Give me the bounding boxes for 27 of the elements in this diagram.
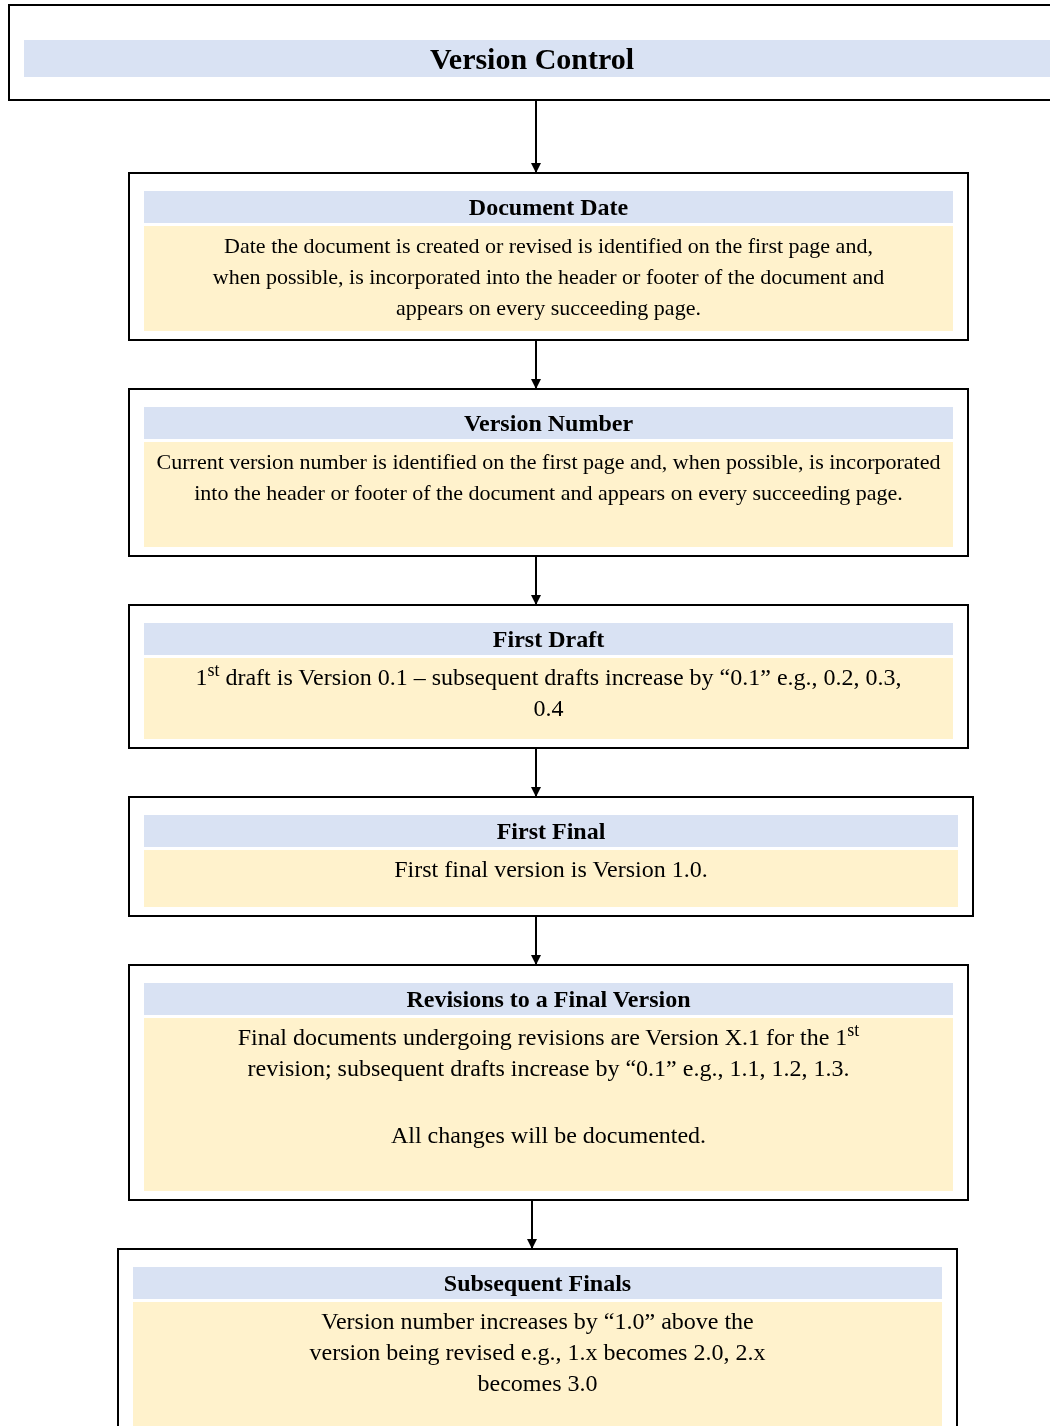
body-text: 1$^{st}$ draft is Version 0.1 – subsequent drafts increase by “0.1” e.g., 0.2, 0.3, 0.4 xyxy=(194,662,903,723)
arrow xyxy=(527,1200,537,1249)
arrow xyxy=(531,748,541,797)
body-text: Final documents undergoing revisions are Version X.1 for the 1$^{st}$ revision; subsequent drafts increase by “0.1” e.g., 1.1, 1.2, 1.3. xyxy=(236,1022,861,1083)
heading-band: Document Date xyxy=(144,191,953,223)
body-text: Date the document is created or revised is identified on the first page and, when possible, is incorporated into the header or footer of the document and appears on every succeeding page. xyxy=(211,232,886,322)
process-box xyxy=(128,964,969,1201)
heading-band: First Final xyxy=(144,815,958,847)
arrow xyxy=(531,916,541,965)
heading-band: First Draft xyxy=(144,623,953,655)
body-text: Version number increases by “1.0” above the version being revised e.g., 1.x becomes 2.0, 2.x becomes 3.0 xyxy=(308,1307,767,1398)
process-box xyxy=(128,172,969,341)
body-text: All changes will be documented. xyxy=(390,1121,707,1150)
arrow xyxy=(531,340,541,389)
heading-band: Revisions to a Final Version xyxy=(144,983,953,1015)
process-box xyxy=(128,796,974,917)
arrow xyxy=(531,556,541,605)
title-box xyxy=(8,4,1050,101)
heading-band: Version Number xyxy=(144,407,953,439)
process-box xyxy=(128,604,969,749)
body-text: Current version number is identified on the first page and, when possible, is incorporated into the header or footer of the document and appears on every succeeding page. xyxy=(155,448,942,507)
body-text: First final version is Version 1.0. xyxy=(394,855,708,884)
heading-band: Subsequent Finals xyxy=(133,1267,942,1299)
arrow xyxy=(531,100,541,173)
title-band: Version Control xyxy=(24,40,1050,77)
process-box xyxy=(117,1248,958,1426)
process-box xyxy=(128,388,969,557)
